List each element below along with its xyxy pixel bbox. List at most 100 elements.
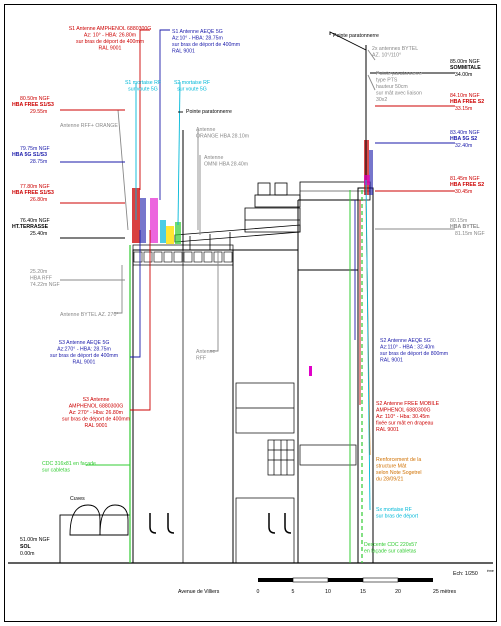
ngf-level-label: 80.50m NGF	[20, 96, 50, 102]
s2-mortaise-bottom-label: Sx mortaise RF	[376, 507, 412, 513]
parapet-cells	[133, 251, 233, 263]
ngf-level-height: 29.55m	[30, 109, 47, 115]
bytel-top-label: 2x antennes BYTEL	[372, 46, 418, 52]
parapet-cell	[163, 251, 173, 263]
cdc-left-label: CDC 316x81 en façade	[42, 461, 96, 467]
ngf-level-sub: HBA FREE S1/S3	[12, 190, 54, 196]
s2-mortaise-label: S2 mortaise RF	[174, 80, 210, 86]
antenne-orange-label: Antenne	[196, 127, 215, 133]
ngf-level-sub: HBA FREE S1/S3	[12, 102, 54, 108]
sol-label: 0.00m	[20, 551, 34, 557]
antenne-omni-label: Antenne	[204, 155, 223, 161]
s2-aeqe-label: Az:110° - HBA : 32.40m	[380, 345, 434, 351]
street-label: Avenue de Villiers	[178, 589, 220, 595]
ngf-level-height: 25.40m	[30, 231, 47, 237]
antenne-omni-label: OMNI HBA 28.40m	[204, 162, 248, 168]
scale-ech-sup: ème	[487, 569, 494, 573]
facade-windows	[235, 382, 357, 564]
s2-aeqe-label: RAL 9001	[380, 358, 403, 364]
ngf-level-label: 85.00m NGF	[450, 59, 480, 65]
renforcement-label: selon Note Sogetrel	[376, 470, 422, 476]
leader-lines	[86, 29, 376, 511]
scale-tick-label: 5	[292, 589, 295, 595]
scale-tick-label: 25 mètres	[433, 589, 456, 595]
cdc-left-label: sur cabletas	[42, 468, 70, 474]
s2-free-label: S2 Antenne FREE MOBILE	[376, 401, 440, 407]
parapet-cell	[173, 251, 183, 263]
s1-mortaise-label: S1 mortaise RF	[125, 80, 161, 86]
s3-aeqe-label: RAL 9001	[73, 360, 96, 366]
scale-tick-label: 10	[325, 589, 331, 595]
sol-label: SOL	[20, 544, 31, 550]
level-lines	[20, 72, 455, 564]
scale-tick-label: 20	[395, 589, 401, 595]
ngf-level-height: 26.80m	[30, 197, 47, 203]
parapet-cell	[183, 251, 193, 263]
cable-runs	[129, 190, 363, 563]
hooks	[149, 513, 292, 534]
ngf-level-label: 76.40m NGF	[20, 218, 50, 224]
s2-mortaise-bottom-label: sur bras de déport	[376, 514, 419, 520]
ngf-level-sub: HBA BYTEL	[450, 224, 480, 230]
s2-free-label: AMPHENOL 6880300G	[376, 408, 431, 414]
pointe-paratonnerre-right-label: sur mât avec liaison	[376, 91, 422, 97]
ngf-rff-label: HBA RFF	[30, 276, 52, 282]
scale-ech-label: Ech: 1/250	[453, 571, 478, 577]
s1-aeqe-label: Az:10° - HBA: 28.75m	[172, 36, 223, 42]
s2-free-label: RAL 9001	[376, 427, 399, 433]
ngf-level-height: 34.00m	[455, 72, 472, 78]
s1-mortaise-label: sur voute 5G	[128, 87, 158, 93]
s2-mortaise-label: sur voute 5G	[177, 87, 207, 93]
scale-tick-label: 0	[257, 589, 260, 595]
scale-tick-label: 15	[360, 589, 366, 595]
renforcement-label: du 28/09/21	[376, 477, 404, 483]
sol-label: 51.00m NGF	[20, 537, 50, 543]
ngf-level-sub: HBA 5G S1/S3	[12, 152, 47, 158]
building-center-block	[232, 249, 299, 564]
parapet-cell	[133, 251, 143, 263]
ngf-level-label: 79.75m NGF	[20, 146, 50, 152]
tanks	[59, 504, 131, 564]
ngf-level-sub: HBA FREE S2	[450, 182, 484, 188]
antenne-rff-orange-label: Antenne RFF+ ORANGE	[60, 123, 118, 129]
renforcement-label: Renforcement de la	[376, 457, 421, 463]
s2-free-label: fixée sur mât en drapeau	[376, 421, 433, 427]
ngf-level-sub: SOMMITALE	[450, 65, 481, 71]
s1-amphenol-label: RAL 9001	[99, 46, 122, 52]
bytel-270-label: Antenne BYTEL AZ. 270°	[60, 312, 118, 318]
parapet-cell	[193, 251, 203, 263]
parapet-cell	[143, 251, 153, 263]
s1-amphenol-label: S1 Antenne AMPHENOL 6880300G	[69, 26, 152, 32]
ngf-level-label: 81.45m NGF	[450, 176, 480, 182]
descente-label: en façade sur cabletas	[364, 549, 417, 555]
pointe-paratonnerre-right-label: type PTS	[376, 78, 398, 84]
ngf-level-height: 33.15m	[455, 106, 472, 112]
s1-amphenol-label: Az: 10° - HBA: 26.80m	[84, 33, 136, 39]
s2-aeqe-label: sur bras de déport de 800mm	[380, 351, 448, 357]
ngf-rff-label: 74.22m NGF	[30, 282, 60, 288]
ngf-level-sub: HBA 5G S2	[450, 136, 477, 142]
s3-aeqe-label: sur bras de déport de 400mm	[50, 353, 118, 359]
s2-aeqe-label: S2 Antenne AEQE 5G	[380, 338, 431, 344]
drawing-frame	[4, 4, 497, 622]
s3-aeqe-label: Az:270° - HBA: 28.75m	[57, 347, 111, 353]
ngf-level-label: 77.80m NGF	[20, 184, 50, 190]
antenne-orange-label: ORANGE HBA 28.10m	[196, 134, 249, 140]
s1-aeqe-label: sur bras de déport de 400mm	[172, 42, 240, 48]
scale-bar	[258, 577, 433, 583]
ngf-rff-label: 25.20m	[30, 269, 47, 275]
ngf-level-height: 81.15m NGF	[455, 231, 485, 237]
building-right-block	[297, 269, 359, 564]
magenta-marker	[309, 366, 312, 376]
descente-label: Descente CDC 220x57	[364, 542, 417, 548]
ngf-level-height: 28.75m	[30, 159, 47, 165]
s3-amphenol-label: AMPHENOL 6880300G	[69, 404, 124, 410]
s3-amphenol-label: Az: 270° - Hba: 26.80m	[69, 410, 123, 416]
antenne-rff-label: RFF	[196, 356, 206, 362]
renforcement-label: structure Mât	[376, 464, 407, 470]
s3-amphenol-label: sur bras de déport de 400mm	[62, 417, 130, 423]
ngf-level-sub: HBA FREE S2	[450, 99, 484, 105]
s2-free-label: Az: 110° - Hba: 30.45m	[376, 414, 430, 420]
